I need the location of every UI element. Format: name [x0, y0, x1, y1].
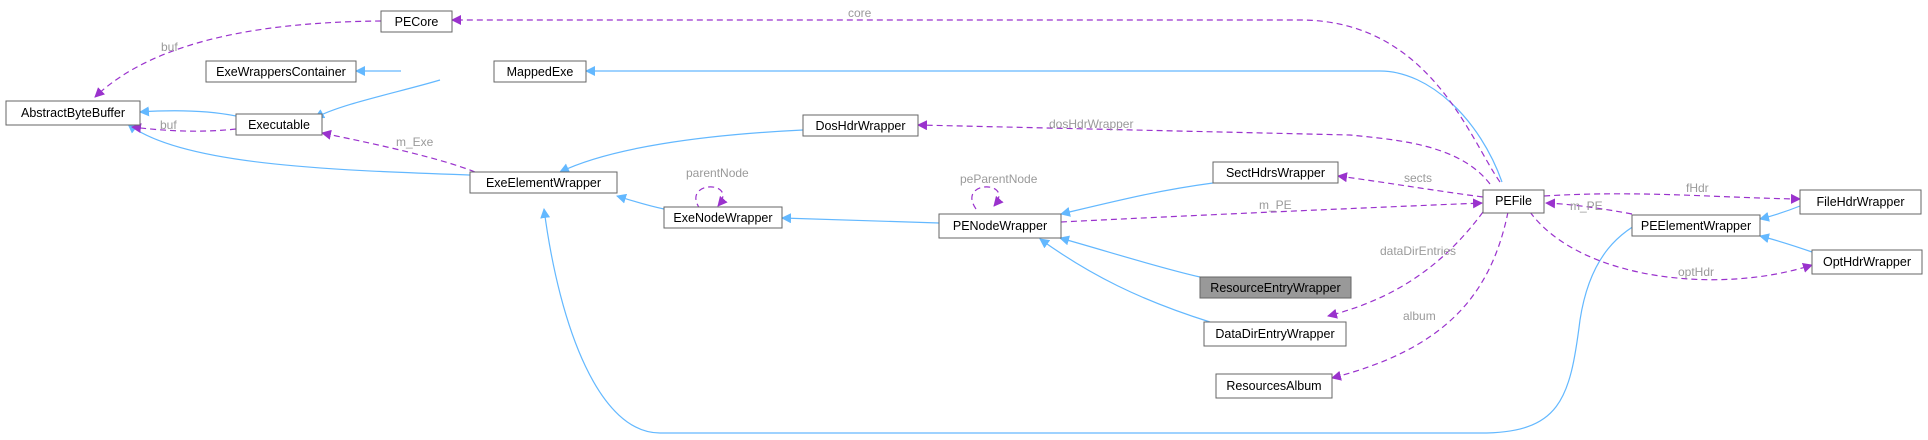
- edge-filehdrwrapper-to-peelementwrapper: [1759, 205, 1801, 222]
- node-exenodewrapper-label: ExeNodeWrapper: [673, 211, 772, 225]
- node-penodewrapper-label: PENodeWrapper: [953, 219, 1047, 233]
- edge-executable-to-abstractbytebuffer: [139, 106, 237, 117]
- node-mappedexe-label: MappedExe: [507, 65, 574, 79]
- edge-pefile-filehdrwrapper: [1543, 193, 1801, 204]
- node-pecore-label: PECore: [395, 15, 439, 29]
- node-datadirentrywrapper-label: DataDirEntryWrapper: [1215, 327, 1334, 341]
- edge-pefile-secthdrswrapper: [1337, 172, 1484, 198]
- edge-pefile-core: [451, 15, 1501, 183]
- edge-pefile-datadirentrywrapper: [1327, 211, 1484, 319]
- node-executable-label: Executable: [248, 118, 310, 132]
- node-opthdrwrapper-label: OptHdrWrapper: [1823, 255, 1911, 269]
- node-abstractbytebuffer[interactable]: AbstractByteBuffer: [5, 100, 141, 126]
- edge-label-buf-pecore: buf: [161, 40, 178, 54]
- edge-doshdrwrapper-to-exeelementwrapper: [559, 129, 804, 173]
- node-secthdrswrapper[interactable]: SectHdrsWrapper: [1212, 161, 1339, 184]
- edge-label-datadirentries: dataDirEntries: [1380, 244, 1456, 258]
- node-exewrapperscontainer-label: ExeWrappersContainer: [216, 65, 346, 79]
- node-pefile-label: PEFile: [1495, 194, 1532, 208]
- node-exeelementwrapper-label: ExeElementWrapper: [486, 176, 601, 190]
- node-resourcesalbum[interactable]: ResourcesAlbum: [1215, 373, 1333, 399]
- edge-pefile-to-mappedexe: [585, 66, 1503, 183]
- edge-label-opthdr: optHdr: [1678, 265, 1714, 279]
- edge-label-m-exe: m_Exe: [396, 135, 434, 149]
- edge-label-fhdr: fHdr: [1686, 181, 1709, 195]
- node-mappedexe[interactable]: MappedExe: [493, 60, 587, 83]
- edge-exenodewrapper-parentnode: [695, 186, 728, 210]
- node-exenodewrapper[interactable]: ExeNodeWrapper: [663, 206, 783, 229]
- node-penodewrapper[interactable]: PENodeWrapper: [938, 213, 1062, 239]
- edge-resourceentrywrapper-to-penodewrapper: [1059, 235, 1201, 278]
- edge-pefile-resourcesalbum: [1331, 211, 1509, 381]
- edge-mappedexe-to-executable: [314, 79, 441, 119]
- edge-exeelementwrapper-to-abstractbytebuffer: [127, 123, 471, 176]
- edge-label-sects: sects: [1404, 171, 1432, 185]
- node-executable[interactable]: Executable: [235, 113, 323, 136]
- edge-label-m-pe-node: m_PE: [1259, 198, 1292, 212]
- edge-penodewrapper-to-exenodewrapper: [781, 213, 940, 224]
- edge-label-peparentnode: peParentNode: [960, 172, 1038, 186]
- edge-peelementwrapper-to-exeelementwrapper: [540, 208, 1656, 434]
- node-filehdrwrapper[interactable]: FileHdrWrapper: [1799, 189, 1922, 215]
- node-peelementwrapper-label: PEElementWrapper: [1641, 219, 1751, 233]
- edge-label-album: album: [1403, 309, 1436, 323]
- edge-exeelementwrapper-m-exe: [321, 129, 476, 173]
- edge-opthdrwrapper-to-peelementwrapper: [1759, 233, 1816, 254]
- edge-label-buf-executable: buf: [160, 118, 177, 132]
- node-resourceentrywrapper[interactable]: ResourceEntryWrapper: [1199, 276, 1352, 299]
- node-secthdrswrapper-label: SectHdrsWrapper: [1226, 166, 1325, 180]
- edge-penodewrapper-peparentnode: [971, 186, 1004, 210]
- edge-pefile-opthdrwrapper: [1529, 211, 1813, 281]
- node-exewrapperscontainer[interactable]: ExeWrappersContainer: [205, 60, 357, 83]
- node-doshdrwrapper-label: DosHdrWrapper: [815, 119, 905, 133]
- node-filehdrwrapper-label: FileHdrWrapper: [1817, 195, 1905, 209]
- node-opthdrwrapper[interactable]: OptHdrWrapper: [1811, 249, 1923, 275]
- edge-exenodewrapper-to-exeelementwrapper: [616, 193, 665, 210]
- node-exeelementwrapper[interactable]: ExeElementWrapper: [469, 171, 618, 194]
- node-resourceentrywrapper-label: ResourceEntryWrapper: [1210, 281, 1340, 295]
- node-doshdrwrapper[interactable]: DosHdrWrapper: [802, 114, 919, 137]
- edge-label-core: core: [848, 6, 872, 20]
- node-abstractbytebuffer-label: AbstractByteBuffer: [21, 106, 125, 120]
- edge-pefile-doshdrwrapper: [917, 120, 1491, 185]
- edge-executable-buf: [131, 123, 237, 134]
- node-pefile[interactable]: PEFile: [1482, 189, 1545, 214]
- edge-label-doshdrwrapper: dosHdrWrapper: [1049, 117, 1133, 131]
- edge-secthdrswrapper-to-penodewrapper: [1060, 182, 1214, 217]
- node-pecore[interactable]: PECore: [380, 10, 453, 33]
- edge-datadirentrywrapper-to-penodewrapper: [1039, 238, 1211, 323]
- edge-label-m-pe-element: m_PE: [1570, 199, 1603, 213]
- edge-label-parentnode: parentNode: [686, 166, 749, 180]
- edge-pecore-buf: [94, 20, 382, 98]
- node-resourcesalbum-label: ResourcesAlbum: [1226, 379, 1321, 393]
- node-peelementwrapper[interactable]: PEElementWrapper: [1631, 214, 1761, 237]
- node-datadirentrywrapper[interactable]: DataDirEntryWrapper: [1203, 321, 1347, 347]
